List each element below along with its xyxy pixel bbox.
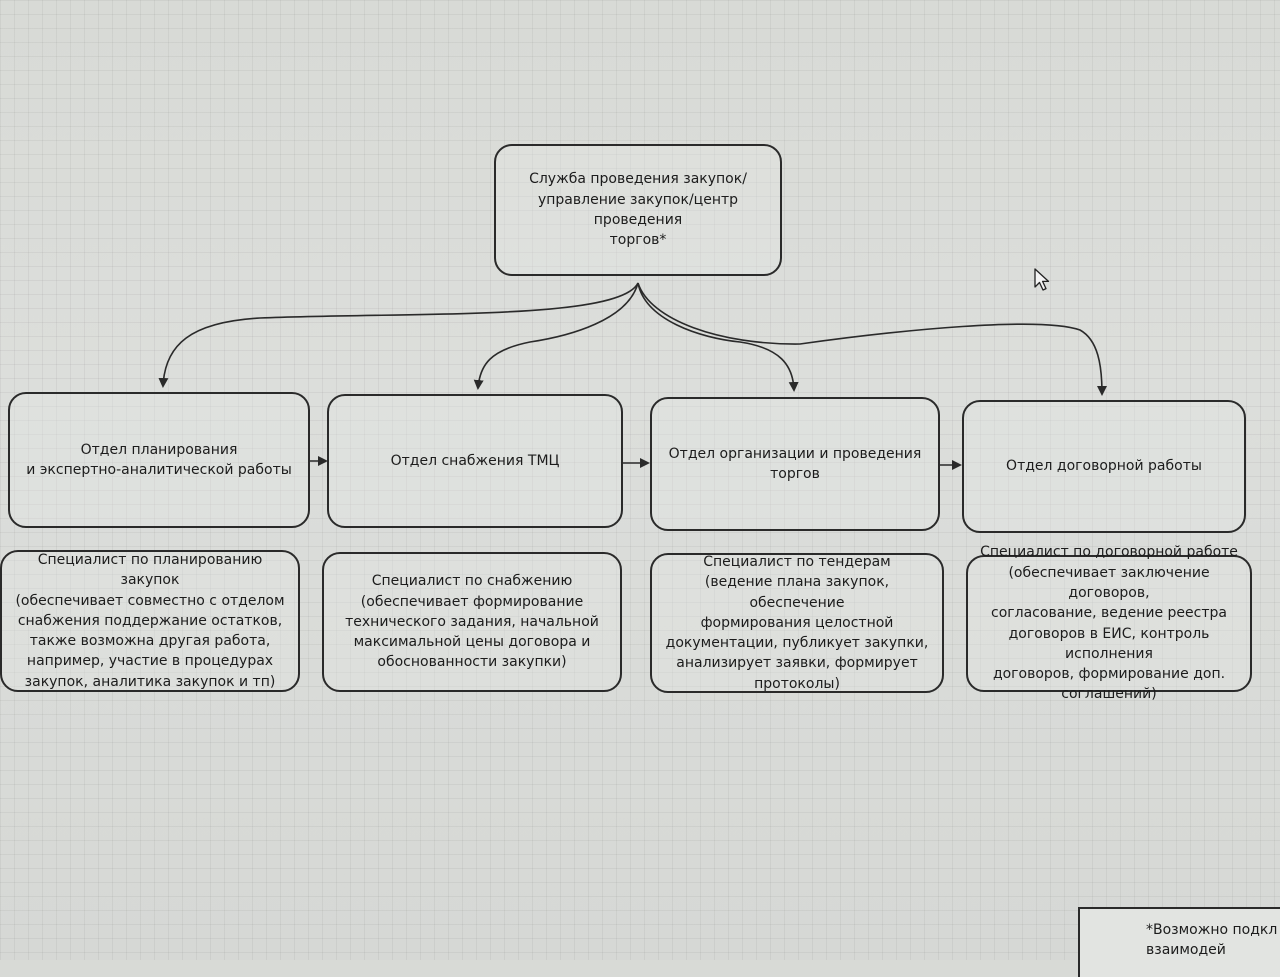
department-box-planning: Отдел планирования и экспертно-аналитиче…: [8, 392, 310, 528]
connector-top-to-planning: [158, 282, 639, 388]
connector-top-to-supply: [473, 282, 639, 390]
specialist-box-planning: Специалист по планированию закупок (обес…: [0, 550, 300, 692]
department-box-contracts: Отдел договорной работы: [962, 400, 1246, 533]
connector-top-to-contracts: [637, 282, 1107, 396]
specialist-box-tenders: Специалист по тендерам (ведение плана за…: [650, 553, 944, 693]
department-box-supply: Отдел снабжения ТМЦ: [327, 394, 623, 528]
connector-top-to-tenders: [637, 282, 799, 392]
footnote-box: *Возможно подкл взаимодей: [1078, 907, 1280, 977]
mouse-cursor-icon: [1034, 268, 1052, 296]
department-box-tenders: Отдел организации и проведения торгов: [650, 397, 940, 531]
specialist-box-supply: Специалист по снабжению (обеспечивает фо…: [322, 552, 622, 692]
specialist-box-contracts: Специалист по договорной работе (обеспеч…: [966, 544, 1252, 702]
top-box: Служба проведения закупок/ управление за…: [494, 144, 782, 276]
